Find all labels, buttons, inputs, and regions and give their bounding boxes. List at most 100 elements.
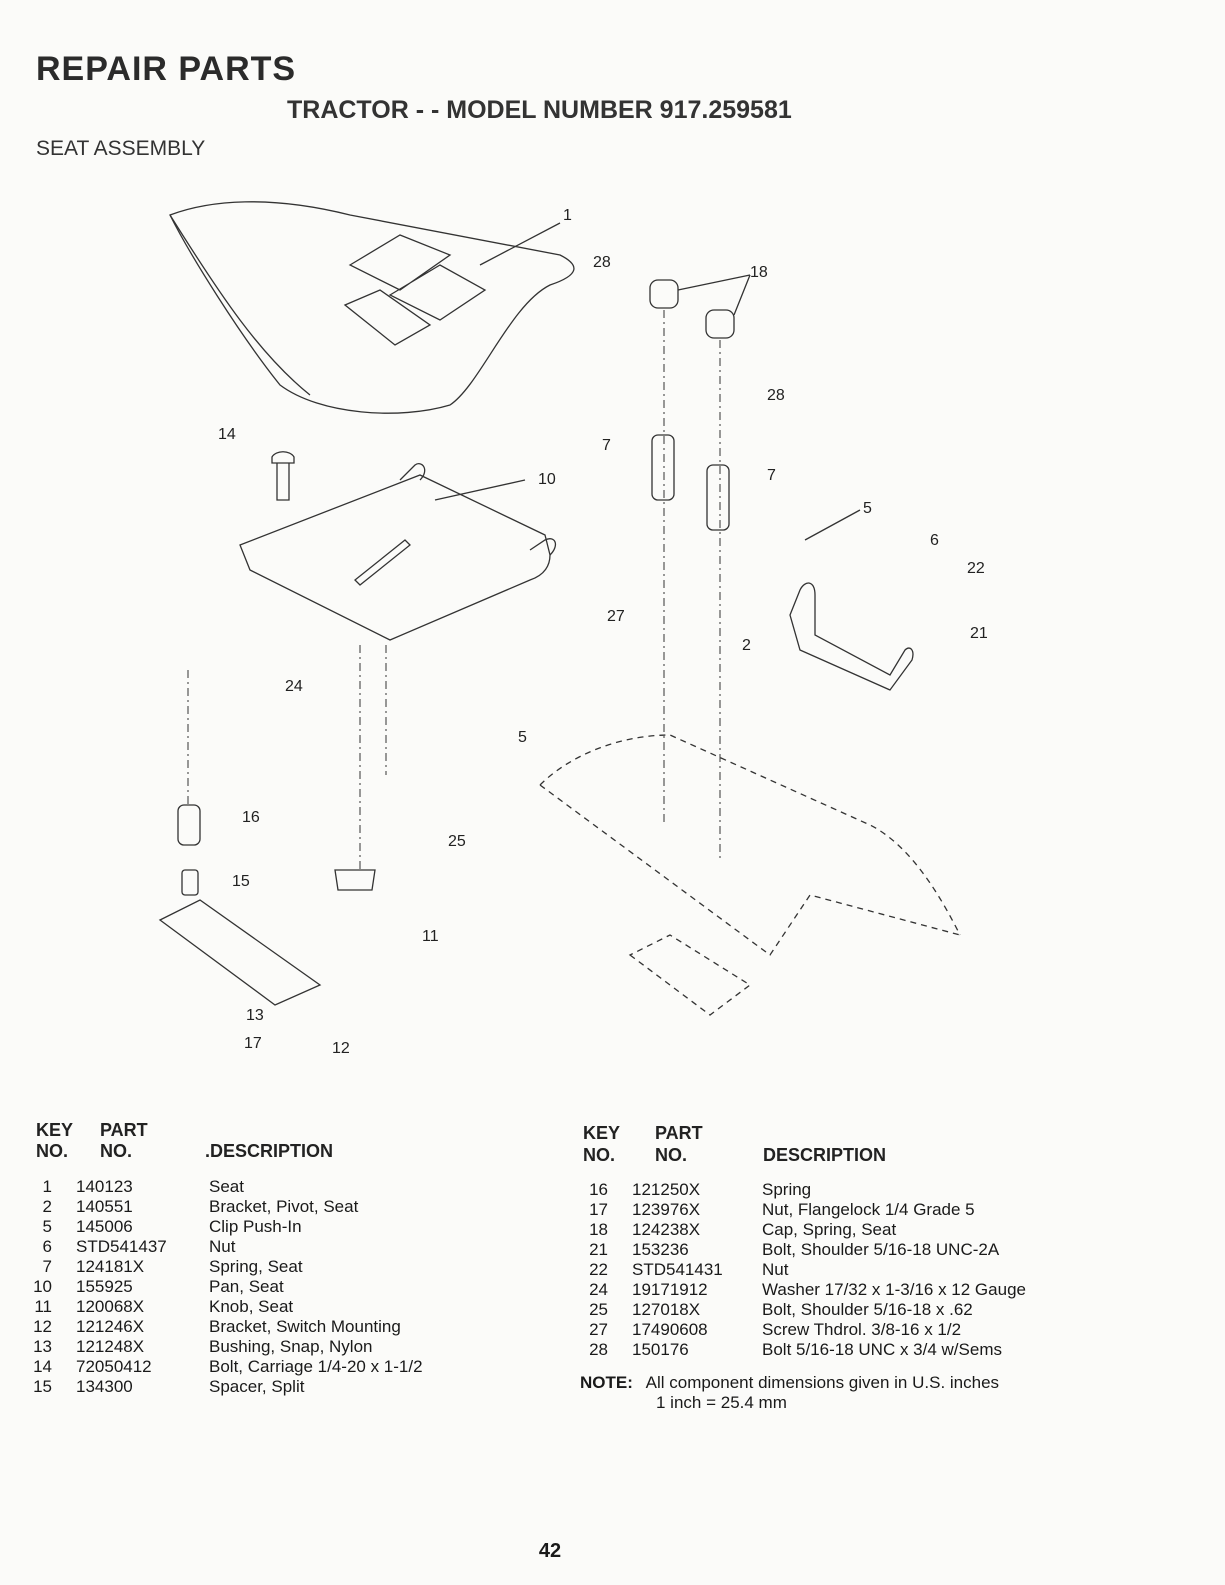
callout-label: 10 bbox=[538, 471, 556, 488]
part-description: Screw Thdrol. 3/8-16 x 1/2 bbox=[762, 1320, 962, 1339]
seat-knob-part bbox=[334, 869, 376, 891]
callout-label: 22 bbox=[967, 560, 985, 577]
key-number: 11 bbox=[34, 1297, 52, 1316]
key-number: 7 bbox=[42, 1257, 52, 1276]
part-description: Bracket, Switch Mounting bbox=[209, 1317, 401, 1336]
page-title: REPAIR PARTS bbox=[36, 50, 297, 88]
key-number: 16 bbox=[589, 1180, 608, 1199]
part-description: Nut bbox=[762, 1260, 789, 1279]
key-header: NO. bbox=[36, 1141, 69, 1161]
part-description: Bolt, Shoulder 5/16-18 UNC-2A bbox=[762, 1240, 1000, 1259]
callout-label: 21 bbox=[970, 625, 988, 642]
part-number: 121250X bbox=[632, 1180, 701, 1199]
callout-label: 24 bbox=[285, 678, 303, 695]
switch-mounting-bracket-part bbox=[158, 899, 322, 1006]
seat-pan-part bbox=[239, 474, 551, 641]
part-description: Bracket, Pivot, Seat bbox=[209, 1197, 359, 1216]
callout-label: 13 bbox=[246, 1007, 264, 1024]
key-number: 24 bbox=[589, 1280, 608, 1299]
callout-label: 1 bbox=[563, 207, 572, 224]
key-number: 14 bbox=[33, 1357, 52, 1376]
key-number: 12 bbox=[33, 1317, 52, 1336]
part-number: 140551 bbox=[76, 1197, 133, 1216]
part-number: 121246X bbox=[76, 1317, 145, 1336]
part-description: Seat bbox=[209, 1177, 244, 1196]
key-header: KEY bbox=[36, 1120, 74, 1140]
note-line-1: All component dimensions given in U.S. i… bbox=[645, 1373, 1000, 1392]
part-description: Clip Push-In bbox=[209, 1217, 302, 1236]
part-number: 120068X bbox=[76, 1297, 145, 1316]
callout-label: 6 bbox=[930, 532, 939, 549]
callout-label: 5 bbox=[863, 500, 872, 517]
part-number: 121248X bbox=[76, 1337, 145, 1356]
key-number: 10 bbox=[33, 1277, 52, 1296]
part-number: 17490608 bbox=[632, 1320, 708, 1339]
part-header: NO. bbox=[655, 1145, 688, 1165]
part-description: Washer 17/32 x 1-3/16 x 12 Gauge bbox=[762, 1280, 1026, 1299]
callout-label: 28 bbox=[767, 387, 785, 404]
page-number: 42 bbox=[538, 1540, 562, 1562]
part-header: PART bbox=[100, 1120, 148, 1140]
model-subtitle: TRACTOR - - MODEL NUMBER 917.259581 bbox=[287, 96, 792, 124]
callout-label: 11 bbox=[422, 928, 439, 945]
key-number: 6 bbox=[42, 1237, 52, 1256]
part-description: Spring bbox=[762, 1180, 812, 1199]
note-label: NOTE: bbox=[580, 1373, 633, 1392]
part-number: 140123 bbox=[76, 1177, 133, 1196]
key-number: 18 bbox=[589, 1220, 608, 1239]
callout-label: 7 bbox=[767, 467, 776, 484]
part-number: STD541431 bbox=[632, 1260, 723, 1279]
part-description: Nut, Flangelock 1/4 Grade 5 bbox=[762, 1200, 975, 1219]
callout-label: 28 bbox=[593, 254, 611, 271]
part-header: NO. bbox=[100, 1141, 133, 1161]
part-description: Knob, Seat bbox=[209, 1297, 294, 1316]
callout-label: 27 bbox=[607, 608, 625, 625]
part-description: Cap, Spring, Seat bbox=[762, 1220, 897, 1239]
description-header: DESCRIPTION bbox=[763, 1145, 887, 1165]
part-number: 127018X bbox=[632, 1300, 701, 1319]
part-number: 153236 bbox=[632, 1240, 689, 1259]
part-description: Bushing, Snap, Nylon bbox=[209, 1337, 373, 1356]
callout-label: 15 bbox=[232, 873, 250, 890]
section-heading: SEAT ASSEMBLY bbox=[36, 137, 206, 160]
part-number: STD541437 bbox=[76, 1237, 167, 1256]
part-number: 150176 bbox=[632, 1340, 689, 1359]
callout-label: 25 bbox=[448, 833, 466, 850]
callout-label: 17 bbox=[244, 1035, 262, 1052]
key-header: NO. bbox=[583, 1145, 616, 1165]
part-number: 124181X bbox=[76, 1257, 145, 1276]
key-number: 28 bbox=[589, 1340, 608, 1359]
part-number: 19171912 bbox=[632, 1280, 708, 1299]
description-header: .DESCRIPTION bbox=[205, 1141, 334, 1161]
key-header: KEY bbox=[583, 1123, 621, 1143]
note-line-2: 1 inch = 25.4 mm bbox=[656, 1393, 787, 1412]
callout-label: 18 bbox=[750, 264, 768, 281]
part-description: Pan, Seat bbox=[209, 1277, 284, 1296]
part-number: 124238X bbox=[632, 1220, 701, 1239]
callout-label: 14 bbox=[218, 426, 236, 443]
note: NOTE: All component dimensions given in … bbox=[580, 1373, 999, 1393]
callout-label: 16 bbox=[242, 809, 260, 826]
part-header: PART bbox=[655, 1123, 703, 1143]
key-number: 13 bbox=[33, 1337, 52, 1356]
part-description: Bolt, Carriage 1/4-20 x 1-1/2 bbox=[209, 1357, 423, 1376]
key-number: 5 bbox=[42, 1217, 52, 1236]
part-number: 72050412 bbox=[76, 1357, 152, 1376]
part-description: Spacer, Split bbox=[209, 1377, 305, 1396]
part-description: Bolt 5/16-18 UNC x 3/4 w/Sems bbox=[762, 1340, 1002, 1359]
key-number: 15 bbox=[33, 1377, 52, 1396]
seat-part bbox=[169, 201, 575, 414]
seat-assembly-diagram: 1 18 28 28 7 7 14 10 5 6 22 21 27 2 24 5… bbox=[158, 201, 988, 1057]
key-number: 22 bbox=[589, 1260, 608, 1279]
key-number: 17 bbox=[589, 1200, 608, 1219]
part-description: Bolt, Shoulder 5/16-18 x .62 bbox=[762, 1300, 973, 1319]
callout-label: 5 bbox=[518, 729, 527, 746]
callout-label: 7 bbox=[602, 437, 611, 454]
part-number: 145006 bbox=[76, 1217, 133, 1236]
carriage-bolt-part bbox=[271, 451, 295, 501]
key-number: 2 bbox=[42, 1197, 52, 1216]
pivot-bracket-part bbox=[789, 582, 914, 691]
callout-label: 12 bbox=[332, 1040, 350, 1057]
part-number: 123976X bbox=[632, 1200, 701, 1219]
key-number: 25 bbox=[589, 1300, 608, 1319]
